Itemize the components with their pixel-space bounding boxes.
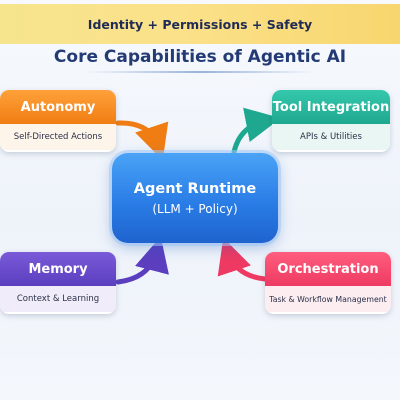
- arrow-autonomy-to-runtime: [115, 120, 169, 161]
- tool-integration-card: Tool Integration APIs & Utilities: [272, 90, 390, 152]
- arrow-memory-to-runtime: [115, 236, 169, 285]
- orchestration-title: Orchestration: [265, 252, 391, 286]
- title-underline: [85, 71, 315, 73]
- memory-card: Memory Context & Learning: [0, 252, 116, 314]
- diagram-title: Core Capabilities of Agentic AI: [53, 47, 347, 67]
- autonomy-card: Autonomy Self-Directed Actions: [0, 90, 116, 152]
- arrow-orchestration-to-runtime: [217, 237, 268, 282]
- agent-runtime-subtitle: (LLM + Policy): [152, 201, 238, 216]
- banner-text: Identity + Permissions + Safety: [87, 16, 313, 32]
- orchestration-card: Orchestration Task & Workflow Management: [265, 252, 391, 314]
- memory-description: Context & Learning: [0, 286, 116, 312]
- autonomy-title: Autonomy: [0, 90, 116, 124]
- agent-runtime-title: Agent Runtime: [133, 180, 257, 197]
- tool-integration-title: Tool Integration: [272, 90, 390, 124]
- arrow-runtime-to-tool-integration: [231, 107, 281, 155]
- agent-runtime-node: Agent Runtime (LLM + Policy): [112, 153, 278, 243]
- memory-title: Memory: [0, 252, 116, 286]
- tool-integration-description: APIs & Utilities: [272, 124, 390, 150]
- orchestration-description: Task & Workflow Management: [265, 286, 391, 312]
- header-banner: Identity + Permissions + Safety: [0, 4, 400, 44]
- autonomy-description: Self-Directed Actions: [0, 124, 116, 150]
